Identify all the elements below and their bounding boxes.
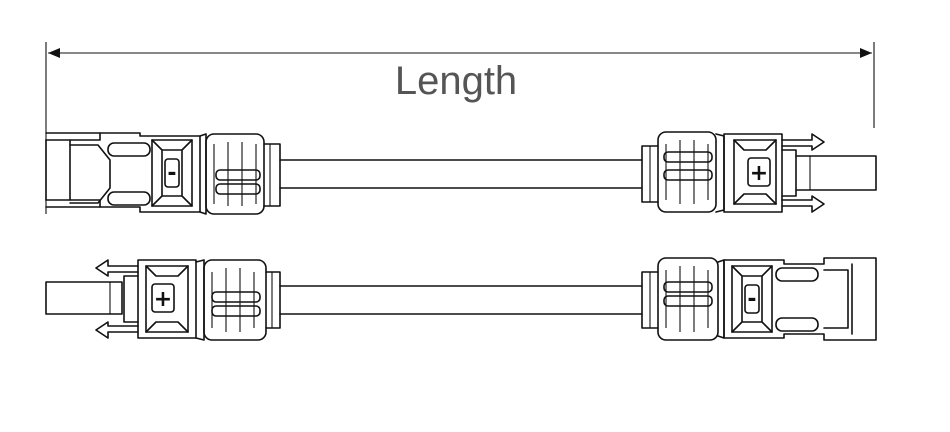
cable-1-wire bbox=[279, 159, 643, 189]
cable-2-right-female-connector: - bbox=[641, 257, 877, 341]
length-label: Length bbox=[395, 59, 517, 103]
cable-2-right-polarity-sign: - bbox=[747, 287, 756, 312]
cable-2-wire bbox=[279, 285, 643, 315]
cable-1-right-male-connector: + bbox=[641, 131, 877, 213]
cable-2: + - bbox=[45, 257, 877, 341]
cable-1-left-female-connector: - bbox=[45, 132, 281, 215]
length-dimension: Length bbox=[45, 42, 875, 214]
cable-1-right-polarity-sign: + bbox=[750, 161, 768, 186]
cable-2-left-polarity-sign: + bbox=[154, 287, 172, 312]
cable-1: - + bbox=[45, 131, 877, 215]
cable-1-left-polarity-sign: - bbox=[167, 161, 176, 186]
cable-2-left-male-connector: + bbox=[45, 259, 281, 341]
